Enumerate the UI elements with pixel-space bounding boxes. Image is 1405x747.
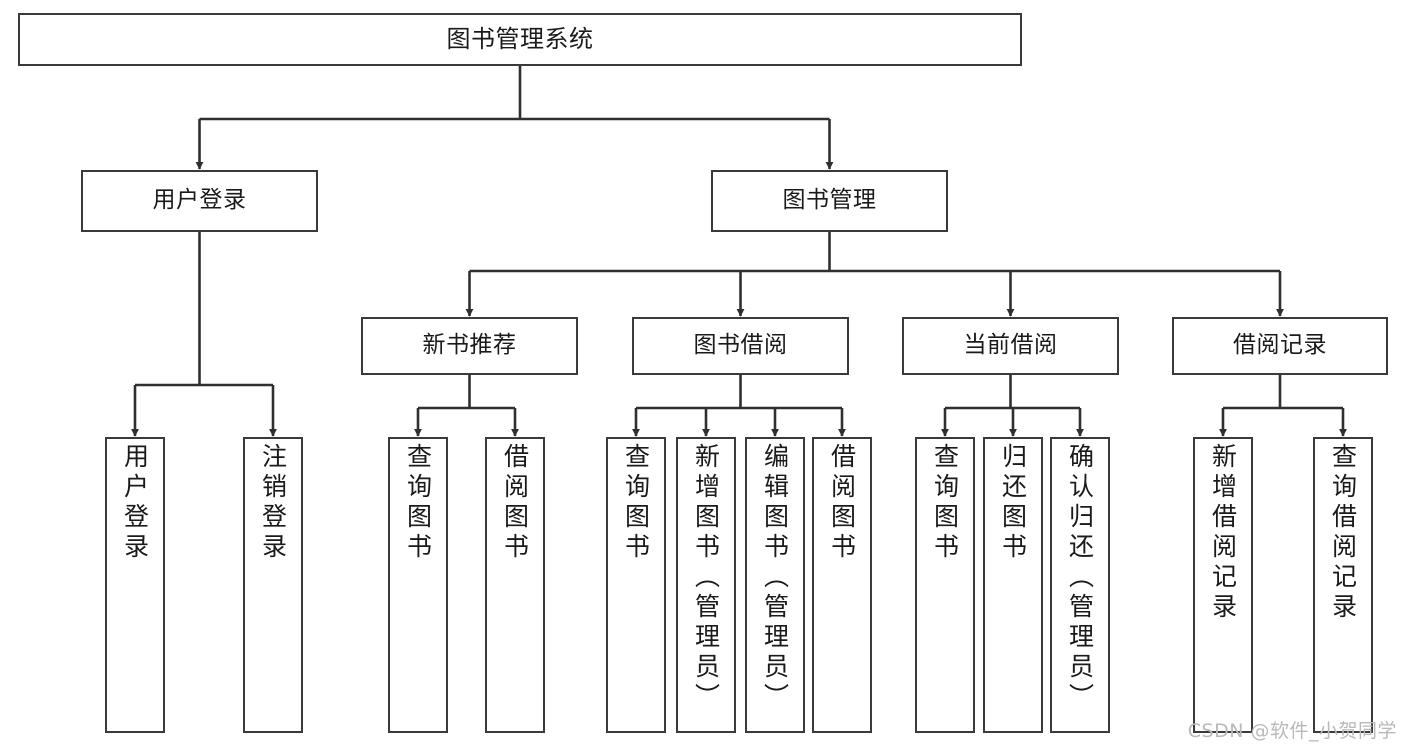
node-label: 图书管理	[782, 187, 877, 214]
node-label: 注销登录	[258, 443, 288, 563]
node-label: 归还图书	[998, 443, 1028, 563]
node-label: 借阅图书	[500, 443, 530, 563]
node-current[interactable]: 当前借阅	[902, 317, 1119, 375]
node-newbooks[interactable]: 新书推荐	[361, 317, 578, 375]
node-label: 查询图书	[930, 443, 960, 563]
node-label: 图书借阅	[693, 332, 788, 359]
node-leaf-rec-add[interactable]: 新增借阅记录	[1193, 437, 1253, 733]
node-label: 用户登录	[152, 187, 247, 214]
node-leaf-cur-query[interactable]: 查询图书	[915, 437, 975, 733]
node-login[interactable]: 用户登录	[81, 170, 318, 232]
node-leaf-bor-edit[interactable]: 编辑图书（管理员）	[745, 437, 805, 733]
node-label: 图书管理系统	[446, 25, 594, 54]
node-label: 借阅图书	[827, 443, 857, 563]
node-label: 用户登录	[120, 443, 150, 563]
node-root[interactable]: 图书管理系统	[18, 13, 1022, 66]
node-leaf-new-borrow[interactable]: 借阅图书	[485, 437, 545, 733]
node-label: 新书推荐	[422, 332, 517, 359]
edge-group	[131, 66, 1347, 437]
node-leaf-user-login[interactable]: 用户登录	[105, 437, 165, 733]
node-label: 查询图书	[621, 443, 651, 563]
node-leaf-rec-query[interactable]: 查询借阅记录	[1313, 437, 1373, 733]
watermark-label: CSDN @软件_小贺同学	[1187, 720, 1397, 742]
node-leaf-cur-return[interactable]: 归还图书	[983, 437, 1043, 733]
node-records[interactable]: 借阅记录	[1172, 317, 1388, 375]
node-label: 当前借阅	[963, 332, 1058, 359]
node-leaf-bor-add[interactable]: 新增图书（管理员）	[676, 437, 736, 733]
node-leaf-bor-borrow[interactable]: 借阅图书	[812, 437, 872, 733]
node-leaf-cur-confirm[interactable]: 确认归还（管理员）	[1050, 437, 1110, 733]
node-leaf-bor-query[interactable]: 查询图书	[606, 437, 666, 733]
node-label: 查询借阅记录	[1328, 443, 1358, 623]
node-bookmgmt[interactable]: 图书管理	[711, 170, 948, 232]
node-label: 新增图书（管理员）	[691, 443, 721, 713]
node-label: 新增借阅记录	[1208, 443, 1238, 623]
node-label: 查询图书	[403, 443, 433, 563]
node-label: 编辑图书（管理员）	[760, 443, 790, 713]
node-label: 确认归还（管理员）	[1065, 443, 1095, 713]
node-borrow[interactable]: 图书借阅	[632, 317, 849, 375]
node-leaf-user-logout[interactable]: 注销登录	[243, 437, 303, 733]
node-label: 借阅记录	[1233, 332, 1327, 359]
node-leaf-new-query[interactable]: 查询图书	[388, 437, 448, 733]
